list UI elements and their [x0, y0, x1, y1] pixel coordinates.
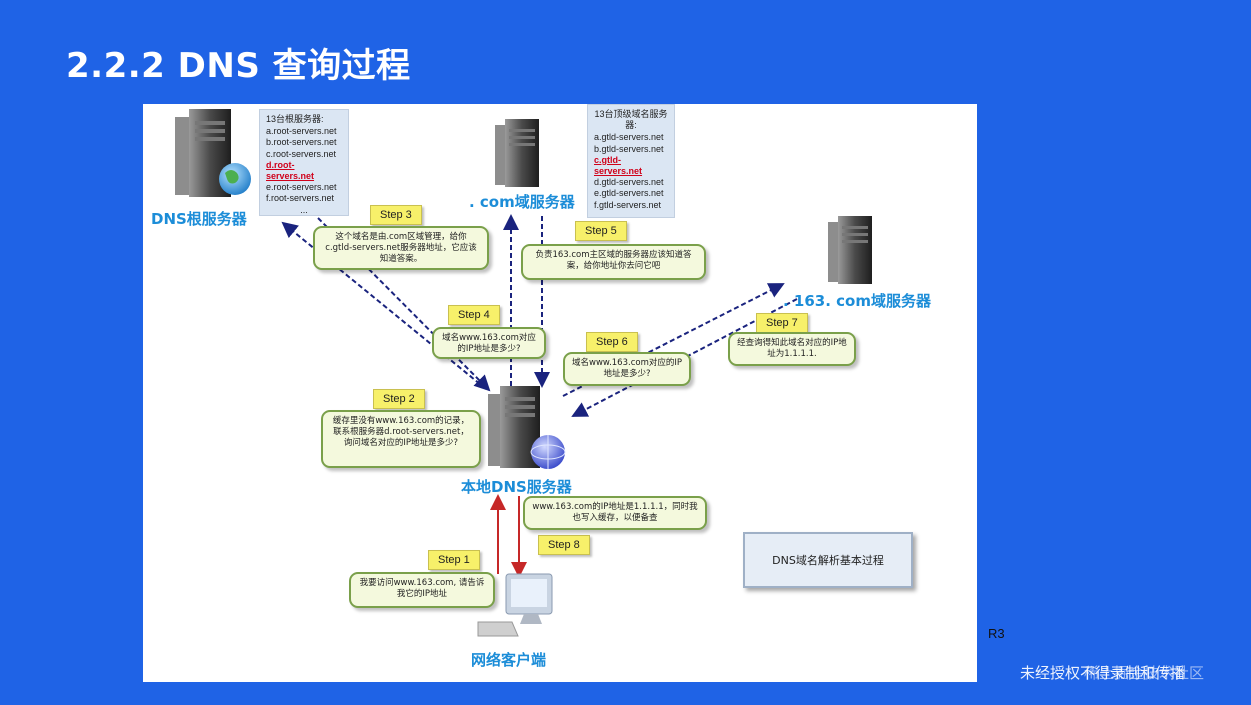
root-list-item: e.root-servers.net: [266, 182, 337, 193]
client-computer-icon: [477, 573, 553, 637]
step-4-tag: Step 4: [448, 305, 500, 325]
root-list-item: a.root-servers.net: [266, 126, 337, 137]
tld-list-item: b.gtld-servers.net: [594, 143, 664, 154]
root-server-label: DNS根服务器: [151, 210, 247, 228]
n163-server-label: . 163. com域服务器: [783, 292, 931, 310]
bubble-step-6: 域名www.163.com对应的IP地址是多少?: [563, 352, 691, 386]
root-list-item: f.root-servers.net: [266, 193, 335, 204]
tld-list-item: d.gtld-servers.net: [594, 177, 664, 188]
diagram-caption: DNS域名解析基本过程: [743, 532, 913, 588]
step-3-tag: Step 3: [370, 205, 422, 225]
root-list-item-highlight: d.root-servers.net: [266, 159, 315, 182]
diagram-svg: [175, 109, 872, 637]
step-8-tag: Step 8: [538, 535, 590, 555]
step-2-tag: Step 2: [373, 389, 425, 409]
tld-list-header: 13台顶级域名服务器:: [594, 109, 668, 131]
root-list-item: b.root-servers.net: [266, 137, 337, 148]
root-list-header: 13台根服务器:: [266, 114, 324, 124]
corner-mark: R3: [988, 626, 1005, 641]
bubble-step-1: 我要访问www.163.com, 请告诉我它的IP地址: [349, 572, 495, 608]
bubble-step-7: 经查询得知此域名对应的IP地址为1.1.1.1.: [728, 332, 856, 366]
root-server-list: 13台根服务器: a.root-servers.net b.root-serve…: [259, 109, 349, 216]
client-arrows: [490, 494, 527, 578]
bubble-step-2: 缓存里没有www.163.com的记录，联系根服务器d.root-servers…: [321, 410, 481, 468]
tld-list-item: f.gtld-servers.net: [594, 199, 662, 210]
com-server-icon: [495, 119, 539, 187]
step-1-tag: Step 1: [428, 550, 480, 570]
step-5-tag: Step 5: [575, 221, 627, 241]
local-dns-label: 本地DNS服务器: [461, 478, 572, 496]
local-dns-server-icon: [488, 386, 566, 469]
step-7-tag: Step 7: [756, 313, 808, 333]
tld-list-item: e.gtld-servers.net: [594, 188, 664, 199]
tld-list-item: a.gtld-servers.net: [594, 132, 664, 143]
bubble-step-5: 负责163.com主区域的服务器应该知道答案，给你地址你去问它吧: [521, 244, 706, 280]
client-label: 网络客户端: [471, 651, 547, 669]
bubble-step-3: 这个域名是由.com区域管理，给你c.gtld-servers.net服务器地址…: [313, 226, 489, 270]
com-server-label: . com域服务器: [469, 193, 575, 211]
diagram-canvas: 13台根服务器: a.root-servers.net b.root-serve…: [143, 104, 977, 682]
tld-server-list: 13台顶级域名服务器: a.gtld-servers.net b.gtld-se…: [587, 104, 675, 218]
bubble-step-8: www.163.com的IP地址是1.1.1.1，同时我也写入缓存，以便备查: [523, 496, 707, 530]
watermark-faint: 稀土掘金技术社区: [1084, 664, 1205, 682]
root-list-item: c.root-servers.net: [266, 148, 337, 159]
tld-list-item-highlight: c.gtld-servers.net: [594, 154, 643, 177]
watermark-text: 未经授权不得录制和传播: [1020, 664, 1186, 682]
root-server-icon: [175, 109, 251, 197]
step-6-tag: Step 6: [586, 332, 638, 352]
root-list-ellipsis: ...: [300, 204, 308, 215]
n163-server-icon: [828, 216, 872, 284]
bubble-step-4: 域名www.163.com对应的IP地址是多少?: [432, 327, 546, 359]
slide-title: 2.2.2 DNS 查询过程: [66, 46, 411, 86]
